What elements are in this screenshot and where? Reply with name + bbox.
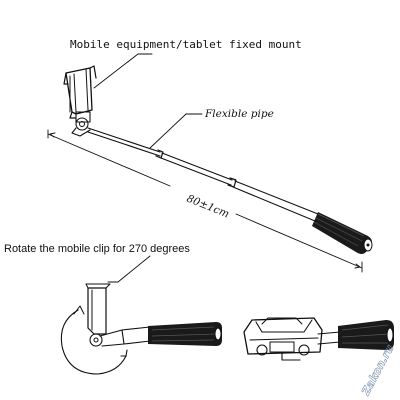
length-dimension	[47, 129, 363, 273]
phone-clip-mount	[63, 65, 97, 137]
handle-grip	[312, 212, 373, 254]
mount-label: Mobile equipment/tablet fixed mount	[70, 38, 302, 51]
flexible-pipe	[87, 127, 319, 222]
length-label: 80±1cm	[185, 193, 231, 221]
watermark-logo: Zakon.ru	[359, 342, 397, 398]
rotate-leader-line	[107, 255, 151, 283]
rotate-label: Rotate the mobile clip for 270 degrees	[4, 243, 190, 255]
mount-leader-line	[93, 53, 153, 89]
selfie-stick-main: Mobile equipment/tablet fixed mount Flex…	[47, 38, 373, 273]
mount-closeup	[243, 317, 394, 361]
pipe-label: Flexible pipe	[204, 108, 274, 120]
rotation-detail: Rotate the mobile clip for 270 degrees	[4, 243, 222, 375]
pipe-leader-line	[149, 113, 203, 149]
rotation-arrow-icon	[60, 309, 127, 375]
